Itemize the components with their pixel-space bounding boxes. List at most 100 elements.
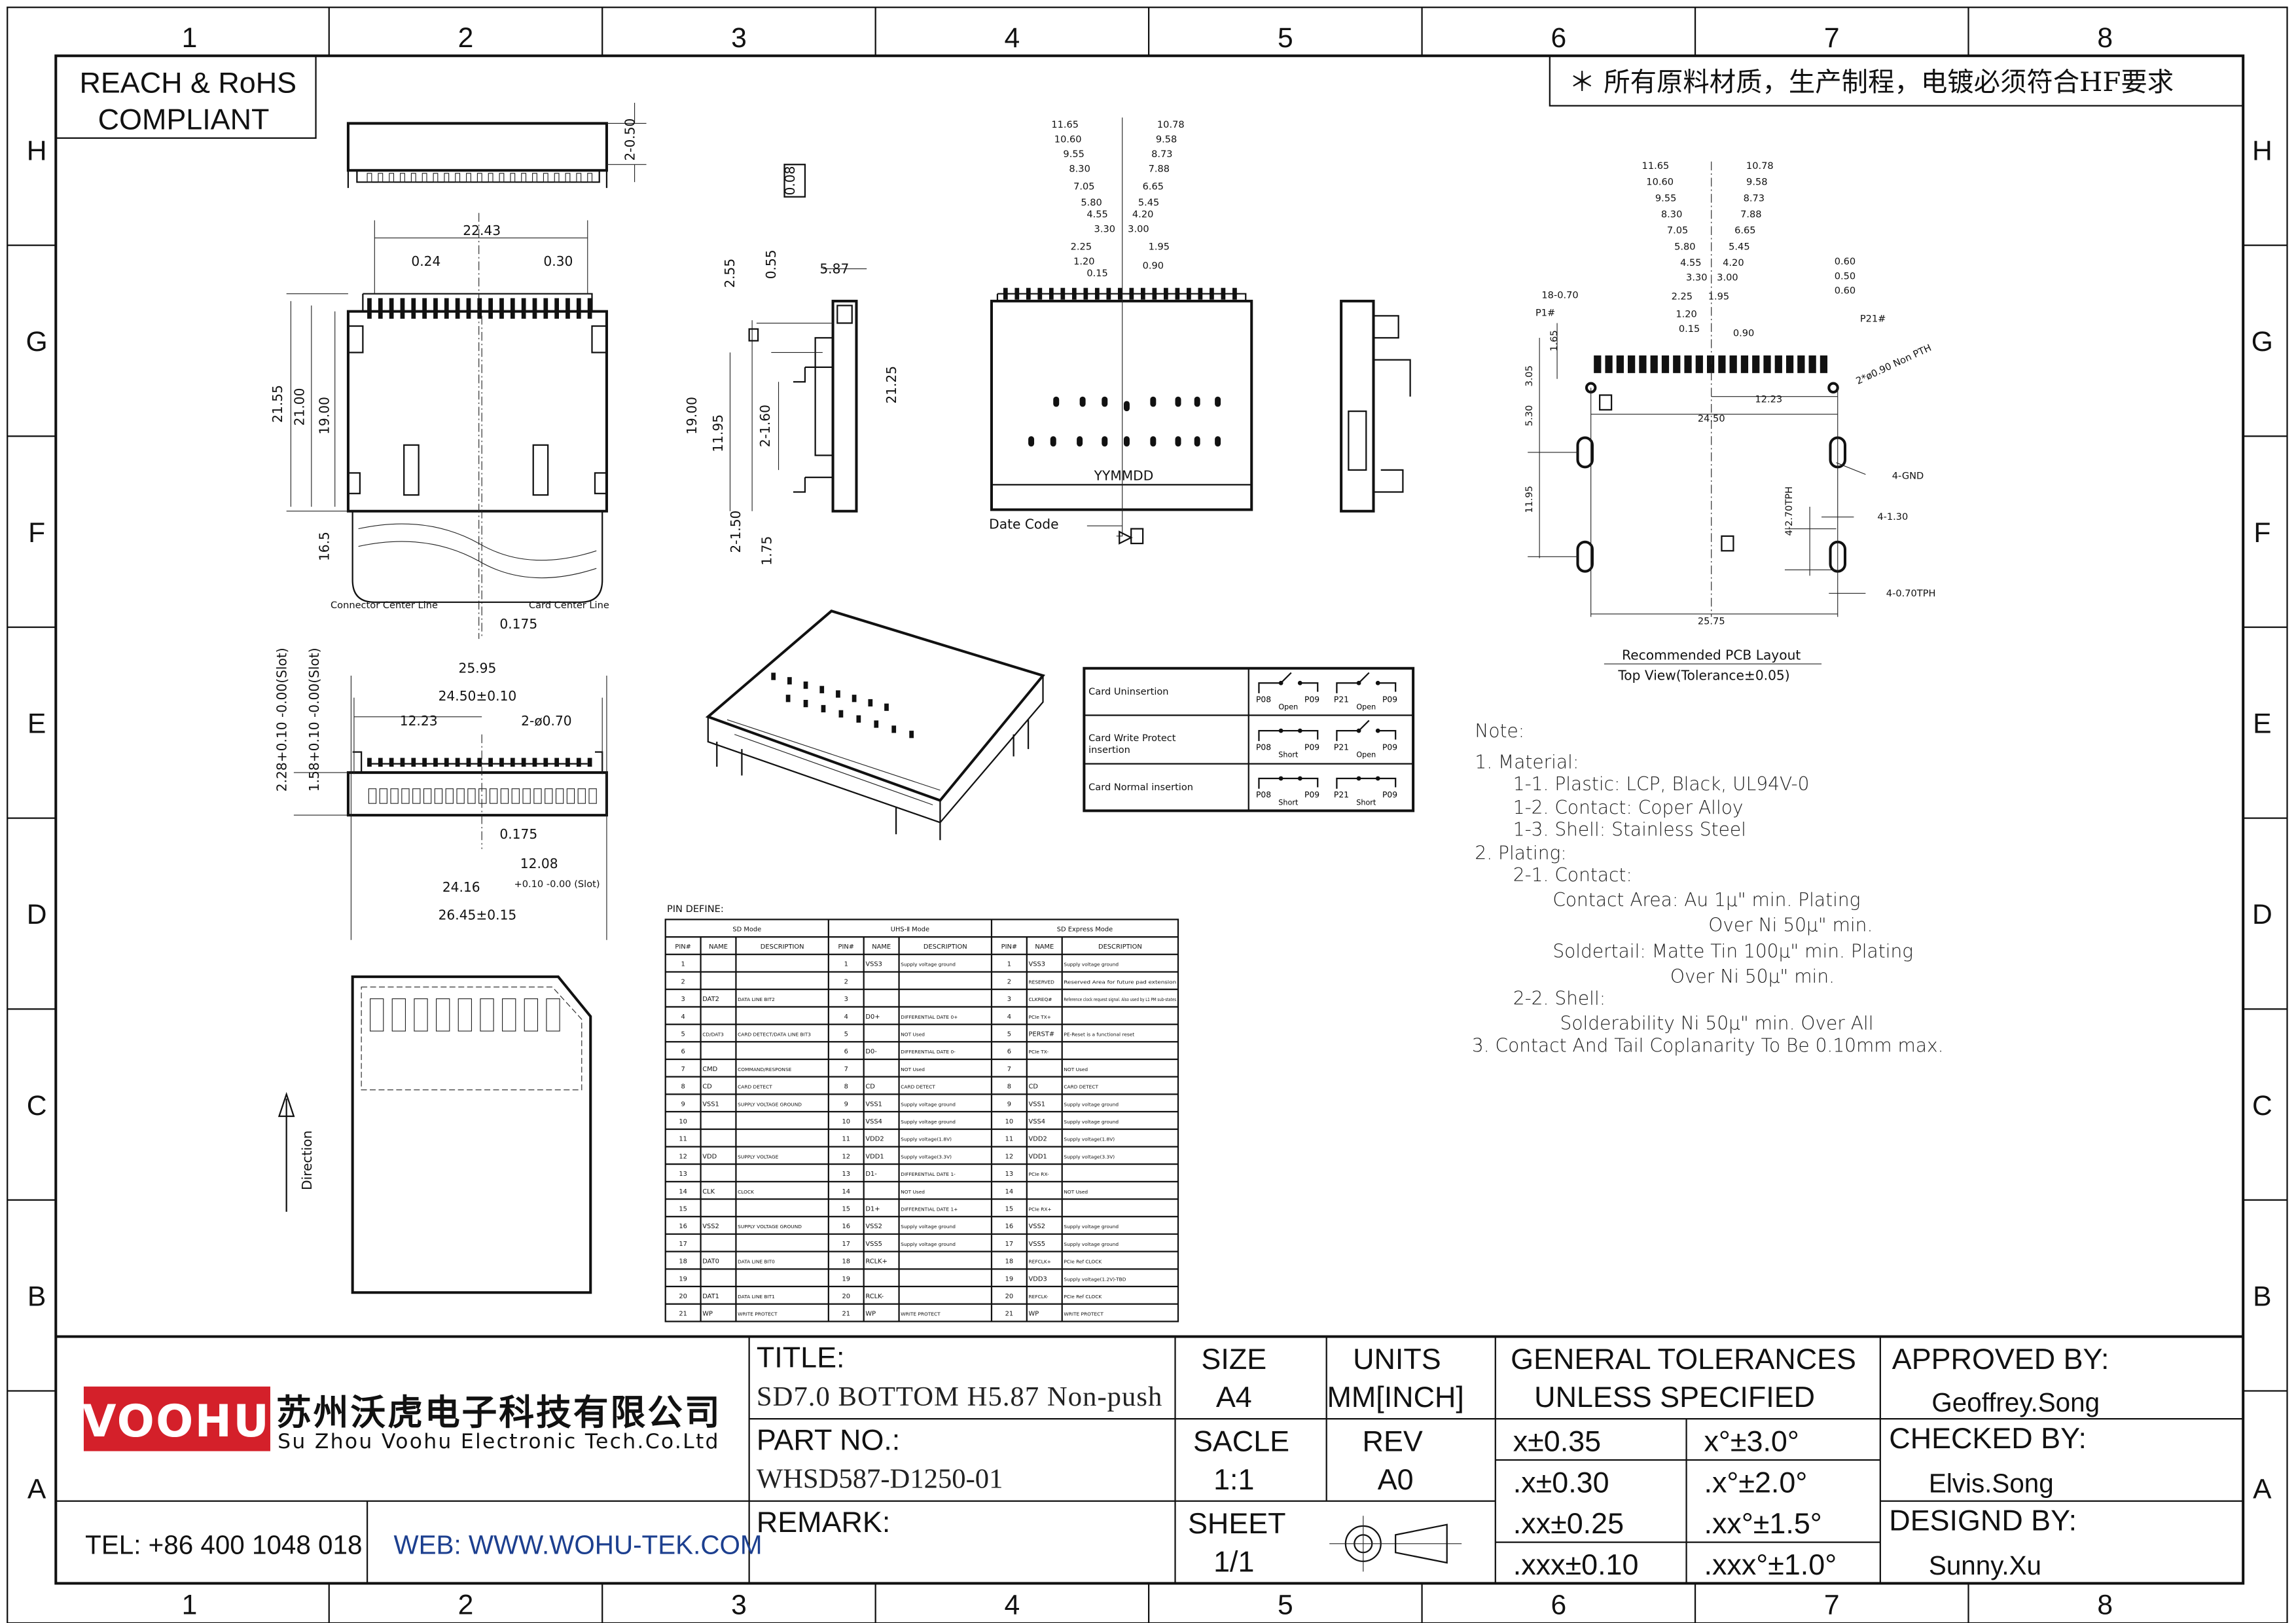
contact-pin <box>1141 287 1145 300</box>
switch-pin-b: P09 <box>1304 695 1319 704</box>
contact-hole <box>1194 436 1200 447</box>
dimension-label: 0.90 <box>1733 328 1754 339</box>
contact-tail <box>411 757 416 767</box>
pcb-pad <box>1797 355 1805 373</box>
contact-hole <box>1028 436 1035 447</box>
contact-hole <box>1102 436 1108 447</box>
switch-status: Open <box>1356 750 1376 759</box>
table-cell: 7 <box>1007 1066 1011 1073</box>
table-cell: 3 <box>844 996 848 1003</box>
table-cell: DIFFERENTIAL DATE 1+ <box>901 1206 958 1212</box>
contact-tooth <box>532 173 537 183</box>
dimension-label: 10.78 <box>1157 119 1185 130</box>
contact-slot <box>368 788 377 804</box>
pin-table-column-header: NAME <box>1035 943 1054 951</box>
view-bottom <box>293 675 608 940</box>
units-label: UNITS <box>1353 1342 1441 1376</box>
pcb-pad <box>1820 355 1828 373</box>
contact-pin <box>1037 287 1043 300</box>
contact-hole <box>1215 436 1221 447</box>
table-cell: VDD1 <box>1029 1153 1047 1160</box>
note-line: 1-1. Plastic: LCP, Black, UL94V-0 <box>1513 773 1810 795</box>
contact-tail <box>444 757 449 767</box>
switch-line <box>1258 672 1319 693</box>
table-cell: WP <box>1029 1311 1039 1318</box>
switch-pin-b: P09 <box>1304 742 1319 752</box>
zone-row-label: B <box>2253 1281 2271 1312</box>
switch-node <box>1356 728 1361 733</box>
contact-hole <box>856 715 861 723</box>
pcb-pad <box>1605 355 1613 373</box>
table-cell: 3 <box>1007 996 1011 1003</box>
table-cell: VSS1 <box>702 1101 719 1108</box>
contact-pin <box>1014 287 1020 300</box>
dimension-label: 1.95 <box>1708 291 1729 302</box>
table-cell: 21 <box>1005 1311 1014 1318</box>
dimension-label: 4.55 <box>1086 209 1107 220</box>
switch-node <box>1356 776 1361 781</box>
contact-tail <box>499 298 504 319</box>
dimension-label: 0.08 <box>782 166 798 195</box>
switch-pin-a: P21 <box>1334 742 1349 752</box>
pcb-pad <box>1785 355 1794 373</box>
table-cell: CLKREQ# <box>1029 996 1052 1002</box>
contact-hole <box>785 695 791 702</box>
pin-table-column-header: DESCRIPTION <box>761 943 804 951</box>
table-cell: 8 <box>844 1084 848 1091</box>
switch-state-label: Card Write Protect <box>1088 733 1176 744</box>
contact-hole <box>1215 396 1221 407</box>
website-link[interactable]: WEB: WWW.WOHU-TEK.COM <box>393 1530 762 1560</box>
dimension-label: 10.60 <box>1054 134 1082 145</box>
switch-pin-a: P21 <box>1334 695 1349 704</box>
contact-tail <box>521 298 526 319</box>
table-cell: RCLK+ <box>865 1258 887 1266</box>
dimension-label: 9.58 <box>1746 177 1767 188</box>
contact-hole <box>838 710 844 718</box>
dimension-label: 21.55 <box>270 385 285 423</box>
contact-tail <box>422 298 427 319</box>
table-cell: 3 <box>681 996 685 1003</box>
dimension-label: 25.95 <box>459 660 497 676</box>
table-cell: DAT1 <box>702 1293 719 1300</box>
contact-slot <box>545 788 553 804</box>
contact-slot <box>588 788 597 804</box>
pcb-pad <box>1594 355 1602 373</box>
table-cell: CD <box>702 1084 712 1091</box>
part-no-label: PART NO.: <box>757 1423 900 1456</box>
dimension-label: Direction <box>299 1131 315 1190</box>
table-cell: 13 <box>1005 1171 1014 1178</box>
dimension-label: 0.175 <box>499 826 537 842</box>
dimension-label: 2-0.50 <box>622 119 638 161</box>
switch-state-label: insertion <box>1088 744 1130 756</box>
part-no-value: WHSD587-D1250-01 <box>757 1464 1003 1495</box>
company-name-en: Su Zhou Voohu Electronic Tech.Co.Ltd <box>278 1430 718 1453</box>
table-cell: 19 <box>1005 1275 1014 1283</box>
zone-column-label: 6 <box>1551 1590 1566 1621</box>
contact-tail <box>477 757 482 767</box>
contact-slot <box>511 788 520 804</box>
switch-pin-a: P08 <box>1256 790 1271 799</box>
table-cell: 16 <box>842 1223 851 1230</box>
table-cell: CLOCK <box>738 1189 754 1195</box>
note-line: 1-3. Shell: Stainless Steel <box>1513 819 1746 841</box>
designed-label: DESIGND BY: <box>1889 1504 2077 1537</box>
card-contact <box>546 998 560 1032</box>
pin-table-section-header: SD Mode <box>732 926 761 933</box>
dimension-label: 24.16 <box>442 879 480 895</box>
title-block: VOOHU 苏州沃虎电子科技有限公司 Su Zhou Voohu Electro… <box>56 1335 2244 1584</box>
pcb-pad <box>1740 355 1749 373</box>
contact-tail <box>433 757 438 767</box>
table-cell: 13 <box>679 1171 687 1178</box>
table-cell: WP <box>865 1311 876 1318</box>
table-cell: Supply voltage(3.3V) <box>1064 1154 1115 1159</box>
table-cell: 6 <box>844 1048 848 1055</box>
zone-column-label: 3 <box>731 1590 747 1621</box>
zone-row-label: C <box>27 1090 47 1122</box>
contact-tooth <box>565 173 571 183</box>
units-value: MM[INCH] <box>1327 1380 1463 1413</box>
table-cell: 12 <box>1005 1153 1014 1160</box>
